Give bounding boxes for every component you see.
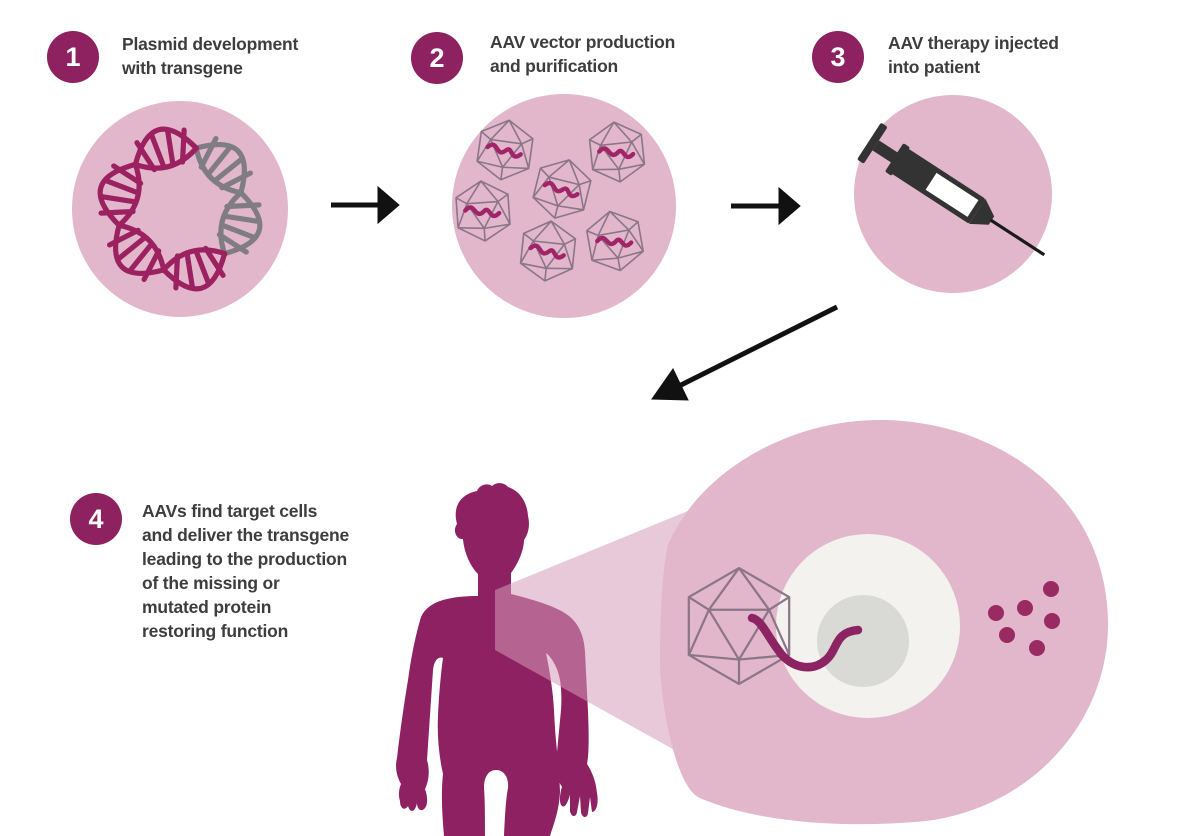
step-4-label: AAVs find target cells and deliver the t… [142,501,350,641]
arrow-diagonal-icon [651,304,839,401]
step-3-badge: 3 [812,31,864,83]
step-2-label: AAV vector production and purification [490,32,676,76]
target-cell-icon [660,420,1109,825]
plasmid-icon [72,101,288,317]
protein-dots [988,581,1060,656]
aav-capsids-icon [452,94,676,318]
arrow-right-icon [731,186,801,226]
step-1-badge: 1 [47,31,99,83]
human-body-icon [396,483,598,836]
step-2-badge: 2 [411,32,463,84]
arrow-right-icon [331,185,400,225]
syringe-icon [854,95,1052,293]
transgene-strand [747,613,863,672]
step-1-label: Plasmid development with transgene [122,34,299,78]
nucleolus [817,595,909,687]
step-4-badge: 4 [70,493,122,545]
step-3-label: AAV therapy injected into patient [888,33,1059,77]
